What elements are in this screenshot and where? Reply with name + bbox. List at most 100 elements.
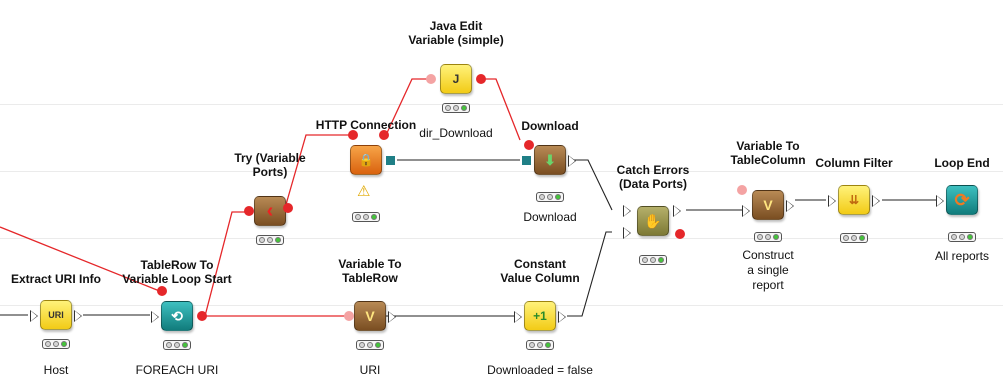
node-catch-errors[interactable]: Catch Errors (Data Ports) ✋ <box>617 163 689 265</box>
variable-wire-http-to-java <box>385 78 430 136</box>
status-indicator <box>256 235 284 245</box>
status-indicator <box>526 340 554 350</box>
download-icon: ⬇ <box>544 152 556 168</box>
node-title-line: Constant <box>513 257 566 271</box>
node-label[interactable]: Host <box>43 363 69 377</box>
output-port[interactable] <box>568 155 576 167</box>
node-body[interactable]: ✋ <box>637 206 669 236</box>
output-port[interactable] <box>74 310 82 322</box>
node-label[interactable]: All reports <box>934 249 990 263</box>
node-title: Variable To TableColumn <box>730 139 805 167</box>
variable-wire-java-to-download <box>481 78 521 141</box>
node-try-variable-ports[interactable]: Try (Variable Ports) ‹ <box>234 151 306 245</box>
node-body[interactable]: ‹ <box>254 196 286 226</box>
node-title: Java Edit Variable (simple) <box>408 19 503 47</box>
status-indicator <box>754 232 782 242</box>
node-body[interactable]: 🔒 <box>350 145 382 175</box>
node-extract-uri-info[interactable]: Extract URI Info URI Host <box>11 272 101 377</box>
node-body[interactable]: ⟳ <box>946 185 978 215</box>
node-loop-end[interactable]: Loop End ⟳ All reports <box>934 156 989 263</box>
variable-table-icon: V <box>365 308 375 324</box>
node-title-line: Catch Errors <box>616 163 690 177</box>
node-tablerow-to-variable-loop-start[interactable]: TableRow To Variable Loop Start ⟲ FOREAC… <box>122 258 231 377</box>
variable-input-port[interactable] <box>344 311 354 321</box>
input-port[interactable] <box>623 227 631 239</box>
variable-output-port[interactable] <box>476 74 486 84</box>
data-wire-download-to-catch <box>573 159 613 211</box>
node-title-line: Download <box>521 119 579 133</box>
warning-icon[interactable]: ⚠ <box>357 183 371 200</box>
grid-line <box>0 104 1003 105</box>
node-label[interactable]: FOREACH URI <box>135 363 219 377</box>
try-icon: ‹ <box>266 200 274 222</box>
node-title-line: TableRow To <box>140 258 214 272</box>
node-constant-value-column[interactable]: Constant Value Column +1 Downloaded = fa… <box>487 257 593 377</box>
node-download[interactable]: Download ⬇ Download <box>521 119 578 224</box>
connection-input-port[interactable] <box>522 156 531 165</box>
status-indicator <box>352 212 380 222</box>
input-port[interactable] <box>936 195 944 207</box>
node-variable-to-tablerow[interactable]: Variable To TableRow V URI <box>338 257 401 377</box>
node-body[interactable]: URI <box>40 300 72 330</box>
output-port[interactable] <box>558 311 566 323</box>
node-label[interactable]: Download <box>523 210 577 224</box>
input-port[interactable] <box>30 310 38 322</box>
node-body[interactable]: +1 <box>524 301 556 331</box>
node-label[interactable]: Construct a single report <box>742 248 794 292</box>
node-body[interactable]: ⇊ <box>838 185 870 215</box>
variable-input-port[interactable] <box>157 286 167 296</box>
node-label[interactable]: URI <box>359 363 381 377</box>
variable-input-port[interactable] <box>737 185 747 195</box>
node-variable-to-tablecolumn[interactable]: Variable To TableColumn V Construct a si… <box>730 139 805 292</box>
node-title: HTTP Connection <box>316 118 416 132</box>
node-title: Catch Errors (Data Ports) <box>617 163 690 191</box>
filter-icon: ⇊ <box>848 193 860 207</box>
node-title: Loop End <box>934 156 989 170</box>
input-port[interactable] <box>742 205 750 217</box>
variable-input-port[interactable] <box>348 130 358 140</box>
variable-input-port[interactable] <box>426 74 436 84</box>
output-port[interactable] <box>786 200 794 212</box>
node-body[interactable]: J <box>440 64 472 94</box>
status-indicator <box>639 255 667 265</box>
node-title-line: (Data Ports) <box>618 177 688 191</box>
variable-output-port[interactable] <box>379 130 389 140</box>
uri-icon: URI <box>48 310 64 320</box>
output-port[interactable] <box>673 205 681 217</box>
status-indicator <box>840 233 868 243</box>
java-icon: J <box>452 72 460 86</box>
input-port[interactable] <box>828 195 836 207</box>
variable-input-port[interactable] <box>244 206 254 216</box>
node-title: TableRow To Variable Loop Start <box>122 258 231 286</box>
variable-output-port[interactable] <box>283 203 293 213</box>
node-title: Download <box>521 119 578 133</box>
node-body[interactable]: V <box>752 190 784 220</box>
variable-input-port[interactable] <box>524 140 534 150</box>
status-indicator <box>163 340 191 350</box>
variable-wire-try-to-http <box>284 134 350 209</box>
node-title-line: Variable (simple) <box>408 33 504 47</box>
node-label[interactable]: dir_Download <box>419 126 493 140</box>
input-port[interactable] <box>514 311 522 323</box>
constant-icon: +1 <box>533 309 547 323</box>
status-indicator <box>442 103 470 113</box>
node-body[interactable]: ⟲ <box>161 301 193 331</box>
output-port[interactable] <box>872 195 880 207</box>
node-title-line: Variable To <box>338 257 402 271</box>
input-port[interactable] <box>151 311 159 323</box>
loop-end-icon: ⟳ <box>954 190 970 210</box>
output-port[interactable] <box>388 311 396 323</box>
connection-output-port[interactable] <box>386 156 395 165</box>
node-body[interactable]: V <box>354 301 386 331</box>
node-column-filter[interactable]: Column Filter ⇊ <box>815 156 893 243</box>
node-java-edit-variable[interactable]: Java Edit Variable (simple) J dir_Downlo… <box>408 19 503 140</box>
input-port[interactable] <box>623 205 631 217</box>
node-body[interactable]: ⬇ <box>534 145 566 175</box>
node-http-connection[interactable]: HTTP Connection 🔒 ⚠ <box>316 118 416 222</box>
node-title-line: Try (Variable <box>234 151 306 165</box>
variable-output-port[interactable] <box>197 311 207 321</box>
variable-output-port[interactable] <box>675 229 685 239</box>
node-label[interactable]: Downloaded = false <box>487 363 593 377</box>
